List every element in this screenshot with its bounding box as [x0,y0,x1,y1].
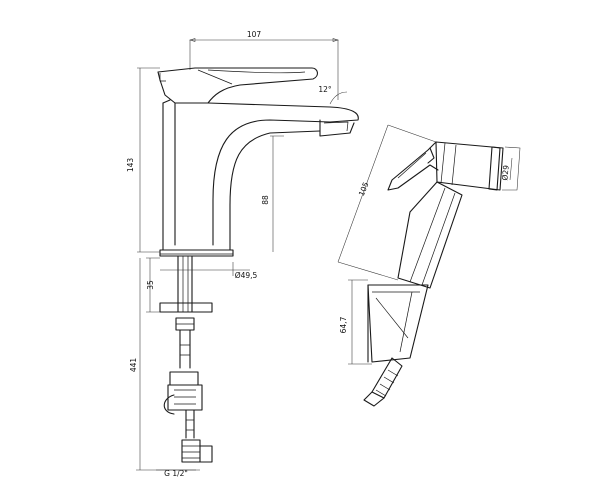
faucet-dimension-lines [136,38,348,471]
dim-label-12-degree: 12° [318,85,332,94]
dim-label-107: 107 [247,30,262,39]
dim-label-35: 35 [146,280,155,290]
dim-label-thread: G 1/2" [164,469,188,478]
faucet-body [157,67,359,257]
shower-holder [367,284,429,363]
hand-shower [387,141,504,289]
dim-label-143: 143 [126,158,135,173]
hose-connector [363,357,403,407]
dim-label-diameter-29: Ø29 [500,164,511,181]
dim-label-88: 88 [261,195,270,205]
flexible-hose [163,371,213,463]
dim-label-64-7: 64,7 [339,316,348,333]
dim-label-105: 105 [357,181,371,198]
shower-dimension-lines [337,124,521,365]
mounting-rod [159,255,213,369]
dim-label-441: 441 [129,358,138,373]
dim-label-diameter-49-5: Ø49,5 [235,271,258,280]
